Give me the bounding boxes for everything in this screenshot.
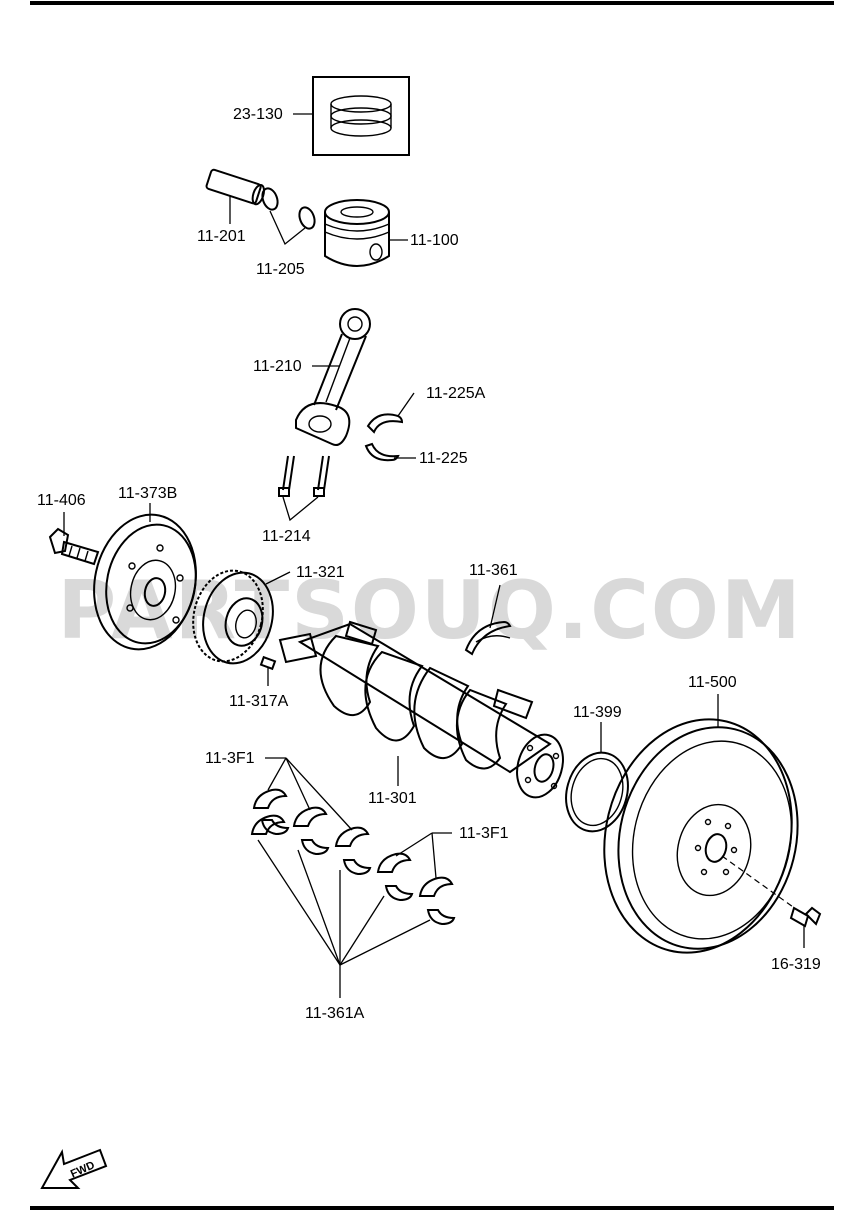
part-crankshaft-pulley[interactable] bbox=[82, 505, 208, 659]
part-piston[interactable] bbox=[324, 199, 390, 267]
label-11-373B[interactable]: 11-373B bbox=[118, 485, 177, 502]
label-16-319[interactable]: 16-319 bbox=[771, 956, 821, 973]
part-piston-pin[interactable] bbox=[205, 168, 266, 206]
label-11-210[interactable]: 11-210 bbox=[253, 358, 302, 375]
part-crankshaft[interactable] bbox=[278, 620, 570, 803]
leader-11-361A-d bbox=[339, 895, 385, 966]
label-11-100[interactable]: 11-100 bbox=[410, 232, 459, 249]
part-pulley-bolt[interactable] bbox=[48, 527, 100, 566]
leader-11-3F1-right-b bbox=[431, 832, 437, 879]
label-11-500[interactable]: 11-500 bbox=[688, 674, 737, 691]
label-11-317A[interactable]: 11-317A bbox=[229, 693, 289, 710]
label-11-225[interactable]: 11-225 bbox=[419, 450, 468, 467]
label-11-3F1-left[interactable]: 11-3F1 bbox=[205, 750, 255, 767]
leader-11-3F1-left-c bbox=[285, 757, 353, 831]
label-11-3F1-right[interactable]: 11-3F1 bbox=[459, 825, 509, 842]
part-flywheel[interactable] bbox=[580, 699, 820, 973]
part-main-bearings[interactable] bbox=[250, 788, 456, 926]
label-11-205[interactable]: 11-205 bbox=[256, 261, 305, 278]
leader-11-361A-a bbox=[257, 839, 341, 966]
leader-11-3F1-left-a bbox=[267, 757, 287, 791]
part-crankshaft-key[interactable] bbox=[259, 655, 277, 671]
label-11-406[interactable]: 11-406 bbox=[37, 492, 86, 509]
leader-11-3F1-left-b bbox=[285, 757, 311, 811]
label-11-321[interactable]: 11-321 bbox=[296, 564, 345, 581]
leader-11-205 bbox=[269, 210, 306, 246]
part-thrust-bearings[interactable] bbox=[464, 620, 512, 656]
part-connecting-rod-bolts[interactable] bbox=[278, 455, 330, 497]
part-connecting-rod-bearing-upper[interactable] bbox=[366, 413, 404, 434]
label-11-201[interactable]: 11-201 bbox=[197, 228, 246, 245]
label-23-130[interactable]: 23-130 bbox=[233, 106, 283, 123]
label-11-361A[interactable]: 11-361A bbox=[305, 1005, 365, 1022]
label-11-361[interactable]: 11-361 bbox=[469, 562, 518, 579]
part-flywheel-bolt[interactable] bbox=[789, 906, 822, 928]
label-11-225A[interactable]: 11-225A bbox=[426, 385, 486, 402]
flywheel-bolt-dash-line bbox=[721, 855, 801, 913]
watermark-text: PARTSOUQ.COM bbox=[57, 564, 802, 657]
leader-11-361A-e bbox=[339, 919, 431, 966]
leader-11-361 bbox=[489, 584, 501, 629]
leader-11-225A bbox=[397, 392, 415, 417]
part-connecting-rod-bearing-lower[interactable] bbox=[364, 442, 400, 462]
part-connecting-rod[interactable] bbox=[295, 308, 371, 446]
part-piston-ring-set[interactable] bbox=[312, 76, 410, 156]
label-11-399[interactable]: 11-399 bbox=[573, 704, 622, 721]
label-11-214[interactable]: 11-214 bbox=[262, 528, 311, 545]
label-11-301[interactable]: 11-301 bbox=[368, 790, 417, 807]
part-timing-sprocket[interactable] bbox=[184, 563, 282, 671]
leader-11-214 bbox=[282, 496, 319, 522]
leader-11-3F1-right-a bbox=[395, 832, 433, 857]
fwd-arrow-icon: FWD bbox=[40, 1148, 108, 1189]
part-piston-pin-clips[interactable] bbox=[260, 186, 318, 230]
leader-11-361A-b bbox=[297, 849, 341, 966]
leader-11-321 bbox=[265, 571, 291, 585]
part-rear-oil-seal[interactable] bbox=[557, 745, 637, 838]
